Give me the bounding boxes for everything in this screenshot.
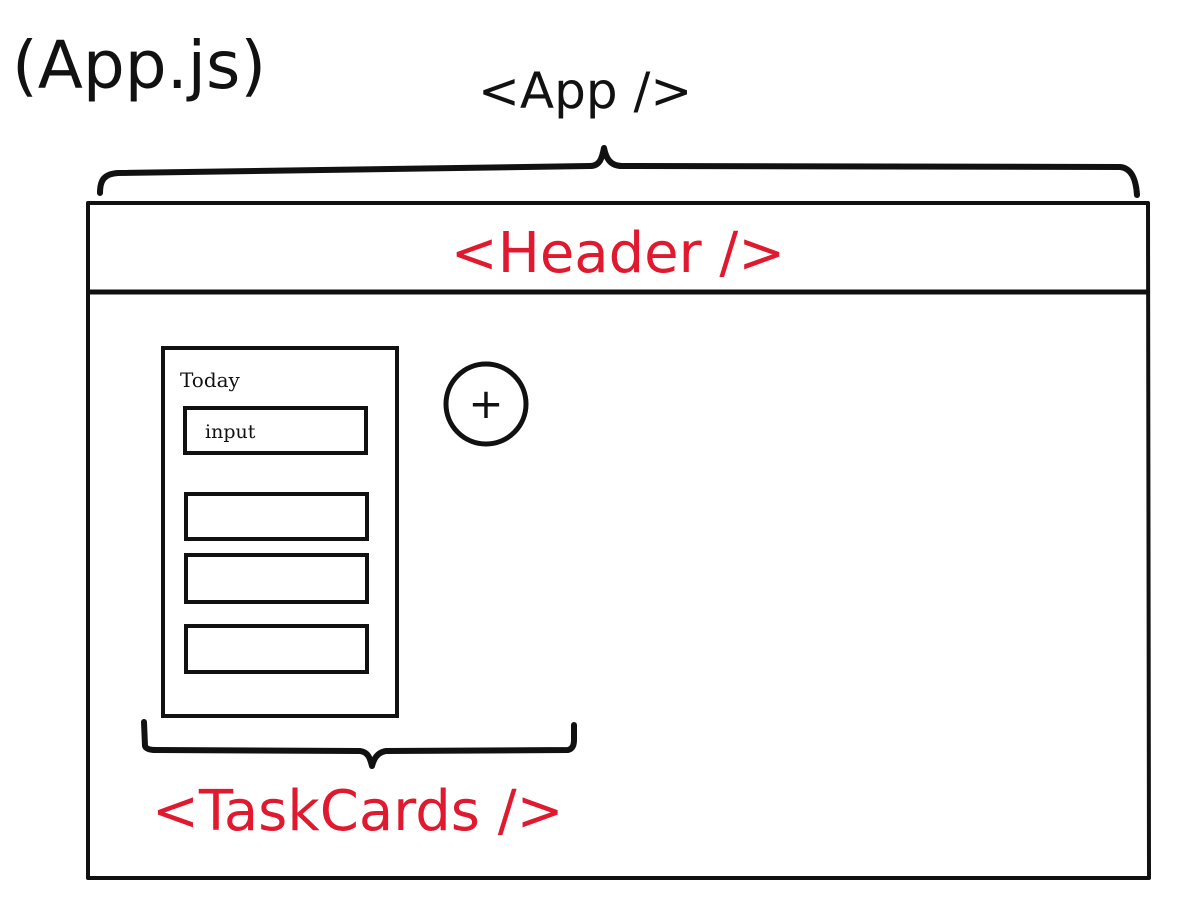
task-card-frame [161, 346, 399, 718]
task-item[interactable] [184, 553, 369, 604]
taskcards-label: <TaskCards /> [152, 779, 564, 844]
task-item[interactable] [184, 624, 369, 674]
app-label: <App /> [478, 62, 692, 120]
task-card: Today input [161, 346, 399, 718]
header-label: <Header /> [451, 221, 785, 286]
plus-icon: + [468, 379, 503, 428]
task-input-label: input [205, 421, 256, 443]
file-label: (App.js) [12, 27, 266, 104]
add-button-circle[interactable] [443, 361, 529, 447]
taskcards-brace [141, 719, 577, 769]
task-input[interactable]: input [183, 406, 368, 455]
app-brace [97, 145, 1140, 198]
add-card-button[interactable]: + [443, 361, 529, 447]
task-card-title: Today [180, 368, 241, 392]
task-input-box[interactable] [183, 406, 368, 455]
task-item[interactable] [184, 492, 369, 541]
app-frame [86, 201, 1151, 880]
